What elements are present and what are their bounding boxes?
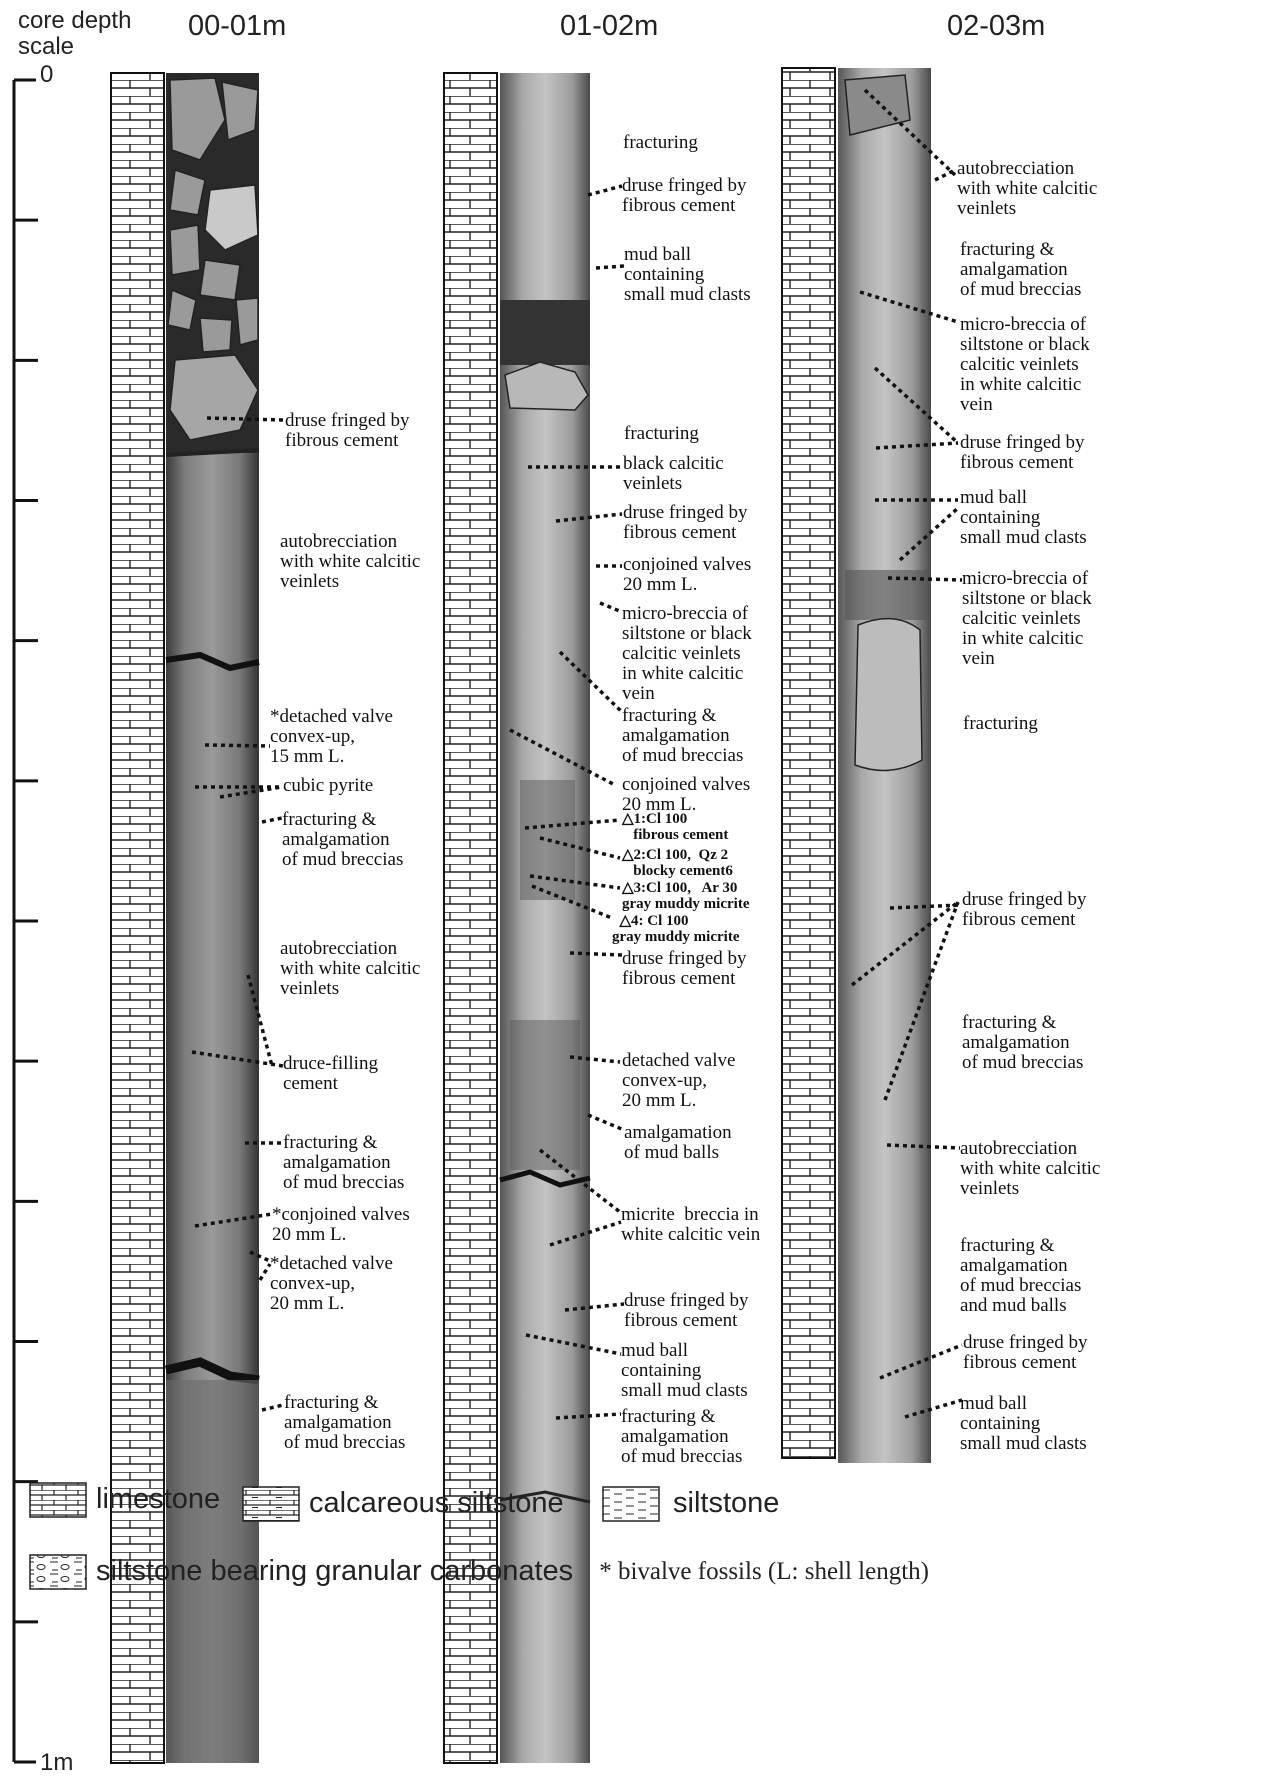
leader-line bbox=[596, 266, 624, 268]
annotation: mud ball containing small mud clasts bbox=[624, 245, 751, 305]
legend-swatch-siltstone-granular bbox=[30, 1555, 86, 1589]
legend-label-calcareous-siltstone: calcareous siltstone bbox=[309, 1487, 564, 1520]
annotation: conjoined valves 20 mm L. bbox=[622, 775, 750, 815]
legend-swatch-calcareous-siltstone bbox=[243, 1487, 299, 1521]
annotation: *detached valve convex-up, 20 mm L. bbox=[270, 1254, 393, 1314]
annotation: *conjoined valves 20 mm L. bbox=[272, 1205, 410, 1245]
legend-note: * bivalve fossils (L: shell length) bbox=[599, 1558, 929, 1586]
annotation: fracturing & amalgamation of mud breccia… bbox=[284, 1393, 405, 1453]
leader-line bbox=[205, 745, 270, 746]
annotation: micrite breccia in white calcitic vein bbox=[621, 1205, 760, 1245]
leader-line bbox=[588, 186, 622, 195]
annotation: druse fringed by fibrous cement bbox=[624, 1291, 749, 1331]
annotation: *detached valve convex-up, 15 mm L. bbox=[270, 707, 393, 767]
annotation: △4: Cl 100 gray muddy micrite bbox=[612, 913, 739, 945]
annotation: mud ball containing small mud clasts bbox=[960, 1394, 1087, 1454]
annotation: autobrecciation with white calcitic vein… bbox=[280, 532, 420, 592]
leader-line bbox=[260, 1264, 270, 1280]
legend-row-1: limestone bbox=[86, 1483, 232, 1516]
annotation: autobrecciation with white calcitic vein… bbox=[957, 159, 1097, 219]
legend-row-2: siltstone bearing granular carbonates * … bbox=[86, 1555, 929, 1588]
lithology-column-3 bbox=[782, 68, 835, 1458]
annotation: micro-breccia of siltstone or black calc… bbox=[962, 569, 1092, 669]
annotation: △3:Cl 100, Ar 30 gray muddy micrite bbox=[622, 880, 749, 912]
legend-label-limestone: limestone bbox=[96, 1483, 220, 1516]
legend-swatch-siltstone bbox=[603, 1487, 659, 1521]
leader-line bbox=[935, 170, 955, 180]
annotation: druse fringed by fibrous cement bbox=[963, 1333, 1088, 1373]
leader-line bbox=[588, 1115, 624, 1130]
annotation: fracturing bbox=[623, 133, 698, 153]
annotation: mud ball containing small mud clasts bbox=[960, 488, 1087, 548]
annotation: amalgamation of mud balls bbox=[624, 1123, 732, 1163]
legend-swatch-limestone bbox=[30, 1483, 86, 1517]
legend-row-1c: siltstone bbox=[659, 1487, 791, 1520]
annotation: druse fringed by fibrous cement bbox=[285, 411, 410, 451]
annotation: fracturing & amalgamation of mud breccia… bbox=[962, 1013, 1083, 1073]
annotation: druse fringed by fibrous cement bbox=[622, 176, 747, 216]
annotation: druce-filling cement bbox=[283, 1054, 378, 1094]
scale-bottom-label: 1m bbox=[40, 1750, 73, 1776]
legend-row-1b: calcareous siltstone bbox=[299, 1487, 576, 1520]
annotation: fracturing & amalgamation of mud breccia… bbox=[960, 1236, 1081, 1316]
annotation: cubic pyrite bbox=[283, 776, 373, 796]
legend-label-siltstone: siltstone bbox=[673, 1487, 779, 1520]
legend-label-siltstone-granular: siltstone bearing granular carbonates bbox=[96, 1555, 573, 1588]
annotation: druse fringed by fibrous cement bbox=[622, 949, 747, 989]
annotation: micro-breccia of siltstone or black calc… bbox=[960, 315, 1090, 415]
leader-line bbox=[600, 603, 622, 612]
annotation: autobrecciation with white calcitic vein… bbox=[280, 939, 420, 999]
annotation: detached valve convex-up, 20 mm L. bbox=[622, 1051, 735, 1111]
annotation: fracturing & amalgamation of mud breccia… bbox=[621, 1407, 742, 1467]
annotation: fracturing bbox=[963, 714, 1038, 734]
annotation: autobrecciation with white calcitic vein… bbox=[960, 1139, 1100, 1199]
annotation: mud ball containing small mud clasts bbox=[621, 1341, 748, 1401]
annotation: fracturing & amalgamation of mud breccia… bbox=[283, 1133, 404, 1193]
scale-top-label: 0 bbox=[40, 62, 53, 88]
annotation: druse fringed by fibrous cement bbox=[623, 503, 748, 543]
annotation: conjoined valves 20 mm L. bbox=[623, 555, 751, 595]
annotation: micro-breccia of siltstone or black calc… bbox=[622, 604, 752, 704]
core-photo-3 bbox=[838, 68, 931, 1463]
annotation: fracturing bbox=[624, 424, 699, 444]
annotation: druse fringed by fibrous cement bbox=[962, 890, 1087, 930]
annotation: fracturing & amalgamation of mud breccia… bbox=[622, 706, 743, 766]
leader-line bbox=[262, 818, 282, 822]
leader-line bbox=[262, 1405, 283, 1410]
annotation: druse fringed by fibrous cement bbox=[960, 433, 1085, 473]
annotation: fracturing & amalgamation of mud breccia… bbox=[960, 240, 1081, 300]
annotation: fracturing & amalgamation of mud breccia… bbox=[282, 810, 403, 870]
annotation: △1:Cl 100 fibrous cement bbox=[622, 811, 728, 843]
annotation: △2:Cl 100, Qz 2 blocky cement6 bbox=[622, 847, 733, 879]
annotation: black calcitic veinlets bbox=[623, 454, 724, 494]
